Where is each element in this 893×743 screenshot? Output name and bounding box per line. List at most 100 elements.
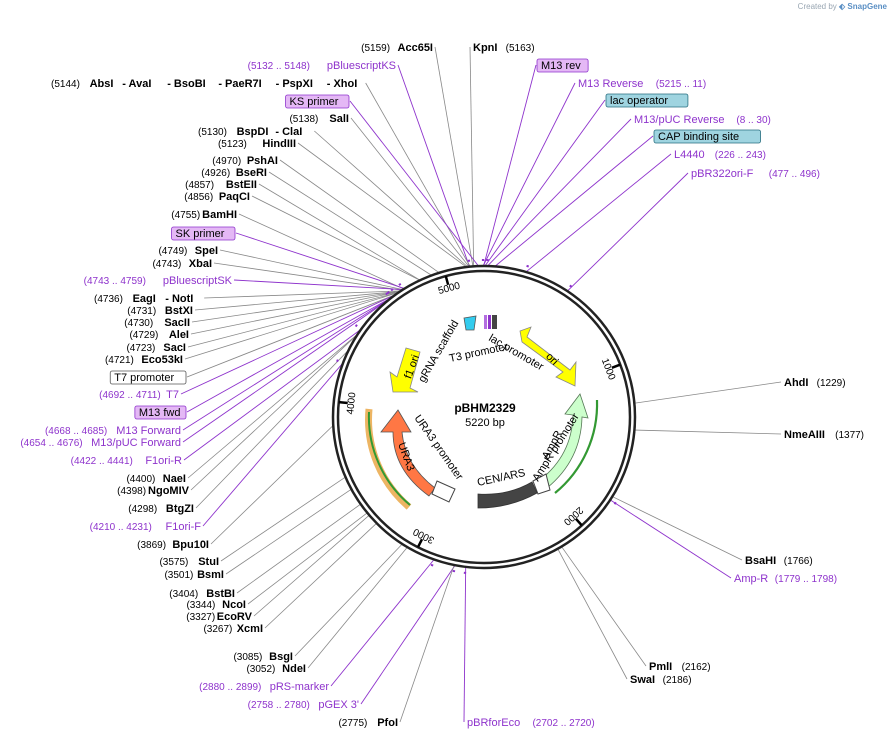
AmpR-promoter-arrow[interactable]	[532, 473, 551, 495]
enzyme-pspxi[interactable]: - PspXI	[276, 78, 313, 90]
enzyme-paqci[interactable]: PaqCI	[219, 191, 250, 203]
enzyme-position: (4723)	[126, 343, 155, 354]
enzyme-ncoi[interactable]: NcoI	[222, 599, 246, 611]
feature-box-ksprimer[interactable]: KS primer	[285, 94, 350, 109]
enzyme-ecorv[interactable]: EcoRV	[217, 611, 253, 623]
feature-box-label: KS primer	[290, 96, 339, 108]
primer-pbluescriptsk[interactable]: pBluescriptSK	[163, 275, 233, 287]
primer-t7[interactable]: T7	[166, 389, 179, 401]
CEN-ARS-arrow[interactable]	[477, 481, 538, 509]
enzyme-nmeaiii[interactable]: NmeAIII	[784, 429, 825, 441]
enzyme-bstbi[interactable]: BstBI	[206, 588, 235, 600]
ori-arrow[interactable]	[519, 326, 577, 387]
enzyme-bsobi[interactable]: - BsoBI	[167, 78, 206, 90]
URA3-promoter-arrow[interactable]	[431, 480, 456, 503]
enzyme-position: (4298)	[128, 504, 157, 515]
enzyme-eco53ki[interactable]: Eco53kI	[141, 354, 183, 366]
leader-line	[182, 298, 391, 443]
primer-pbr322orif[interactable]: pBR322ori-F	[691, 168, 754, 180]
primer-l4440[interactable]: L4440	[674, 149, 705, 161]
primer-m13pucreverse[interactable]: M13/pUC Reverse	[634, 114, 724, 126]
enzyme-clai[interactable]: - ClaI	[275, 126, 302, 138]
enzyme-xbai[interactable]: XbaI	[189, 258, 212, 270]
enzyme-swai[interactable]: SwaI	[630, 674, 655, 686]
leader-line	[397, 64, 470, 267]
enzyme-acc65i[interactable]: Acc65I	[398, 42, 433, 54]
enzyme-ngomiv[interactable]: NgoMIV	[148, 485, 190, 497]
feature-box-m13rev[interactable]: M13 rev	[536, 58, 589, 73]
leader-line	[180, 294, 396, 395]
primer-pbrforeco[interactable]: pBRforEco	[467, 717, 520, 729]
leader-line	[297, 142, 467, 268]
enzyme-naei[interactable]: NaeI	[163, 473, 186, 485]
lac-promoter-arrow[interactable]	[463, 315, 477, 331]
primer-m13pucforward[interactable]: M13/pUC Forward	[91, 437, 181, 449]
enzyme-absi[interactable]: AbsI	[90, 78, 114, 90]
feature-box-label: M13 rev	[541, 60, 581, 72]
enzyme-bsmi[interactable]: BsmI	[197, 569, 224, 581]
leader-line	[195, 349, 350, 509]
enzyme-avai[interactable]: - AvaI	[122, 78, 151, 90]
enzyme-stui[interactable]: StuI	[198, 556, 219, 568]
feature-box-capbindingsite[interactable]: CAP binding site	[653, 129, 761, 144]
enzyme-kpni[interactable]: KpnI	[473, 42, 497, 54]
leader-line	[484, 99, 606, 267]
primer-f1orif[interactable]: F1ori-F	[166, 521, 202, 533]
f1-ori-arrow[interactable]	[389, 347, 421, 393]
URA3-arrow[interactable]	[380, 409, 436, 497]
enzyme-xhoi[interactable]: - XhoI	[327, 78, 358, 90]
primer-ampr[interactable]: Amp-R	[734, 573, 768, 585]
primer-f1orir[interactable]: F1ori-R	[145, 455, 182, 467]
enzyme-xcmi[interactable]: XcmI	[237, 623, 263, 635]
enzyme-hindiii[interactable]: HindIII	[262, 138, 296, 150]
feature-box-skprimer[interactable]: SK primer	[171, 226, 236, 241]
enzyme-noti[interactable]: - NotI	[165, 293, 193, 305]
enzyme-ndei[interactable]: NdeI	[282, 663, 306, 675]
leader-line	[561, 546, 647, 667]
enzyme-bspdi[interactable]: BspDI	[237, 126, 269, 138]
leader-line	[186, 294, 396, 378]
primer-pgex3[interactable]: pGEX 3'	[318, 699, 359, 711]
enzyme-bsahi[interactable]: BsaHI	[745, 555, 776, 567]
T3-promoter-label: T3 promoter	[448, 341, 509, 365]
enzyme-position: (4721)	[105, 355, 134, 366]
primer-site	[336, 359, 339, 363]
enzyme-paer7i[interactable]: - PaeR7I	[218, 78, 261, 90]
feature-box-label: lac operator	[610, 95, 668, 107]
feature-box-m13fwd[interactable]: M13 fwd	[134, 405, 187, 420]
enzyme-sali[interactable]: SalI	[329, 113, 349, 125]
enzyme-bstxi[interactable]: BstXI	[165, 305, 193, 317]
enzyme-bamhi[interactable]: BamHI	[202, 209, 237, 221]
leader-line	[186, 296, 393, 413]
enzyme-position: (4856)	[184, 192, 213, 203]
enzyme-spei[interactable]: SpeI	[195, 245, 218, 257]
primer-position: (2758 .. 2780)	[248, 700, 310, 711]
feature-box-t7promoter[interactable]: T7 promoter	[109, 370, 187, 385]
AmpR-arrow[interactable]	[539, 393, 589, 489]
primer-m13reverse[interactable]: M13 Reverse	[578, 78, 643, 90]
enzyme-pfoi[interactable]: PfoI	[377, 717, 398, 729]
leader-line	[210, 425, 334, 545]
enzyme-pshai[interactable]: PshAI	[247, 155, 278, 167]
enzyme-btgzi[interactable]: BtgZI	[166, 503, 194, 515]
primer-m13forward[interactable]: M13 Forward	[116, 425, 181, 437]
enzyme-eagi[interactable]: EagI	[133, 293, 156, 305]
enzyme-bsteii[interactable]: BstEII	[226, 179, 257, 191]
enzyme-position: (5144)	[51, 79, 80, 90]
enzyme-bsgi[interactable]: BsgI	[269, 651, 293, 663]
enzyme-bpu10i[interactable]: Bpu10I	[172, 539, 209, 551]
URA3-orf-line	[367, 411, 411, 506]
enzyme-sacii[interactable]: SacII	[164, 317, 190, 329]
enzyme-saci[interactable]: SacI	[163, 342, 186, 354]
enzyme-alei[interactable]: AleI	[169, 329, 189, 341]
primer-prsmarker[interactable]: pRS-marker	[270, 681, 330, 693]
primer-pbluescriptks[interactable]: pBluescriptKS	[327, 60, 396, 72]
leader-line	[360, 564, 456, 705]
enzyme-pmli[interactable]: PmlI	[649, 661, 672, 673]
feature-box-lacoperator[interactable]: lac operator	[605, 93, 689, 108]
leader-line	[204, 290, 401, 299]
primer-site	[386, 290, 390, 294]
enzyme-ahdi[interactable]: AhdI	[784, 377, 808, 389]
enzyme-bseri[interactable]: BseRI	[236, 167, 267, 179]
tick-3000	[416, 538, 424, 548]
